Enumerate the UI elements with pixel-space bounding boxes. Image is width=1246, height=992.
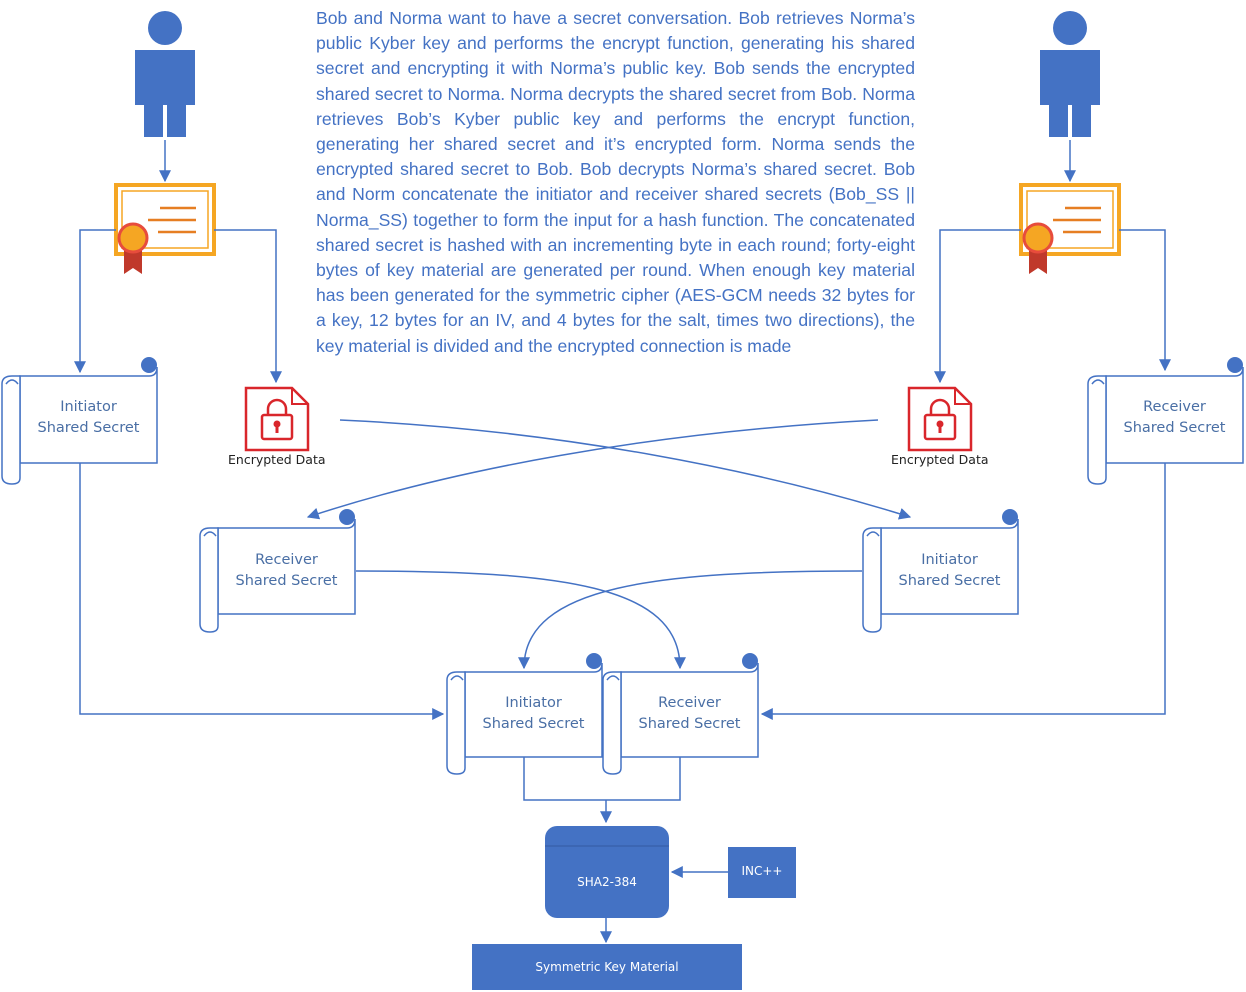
encrypted-file-left-icon: [244, 386, 310, 452]
scroll-left-initiator: [1, 357, 158, 485]
scroll-bottom-receiver: [602, 653, 759, 775]
scroll-mid-initiator: [862, 509, 1019, 633]
bottom-receiver-line2: Shared Secret: [638, 716, 741, 732]
right-receiver-label: Receiver Shared Secret: [1106, 397, 1243, 439]
bottom-receiver-label: Receiver Shared Secret: [621, 693, 758, 735]
certificate-right-icon: [1019, 183, 1121, 274]
scroll-bottom-initiator: [446, 653, 603, 775]
right-receiver-line1: Receiver: [1143, 399, 1206, 415]
sha-box: [545, 826, 669, 918]
person-bob-icon: [135, 11, 195, 137]
left-encrypted-label: Encrypted Data: [228, 452, 326, 467]
description-text: Bob and Norma want to have a secret conv…: [316, 8, 915, 356]
scroll-mid-receiver: [199, 509, 356, 633]
bottom-receiver-line1: Receiver: [658, 695, 721, 711]
connectors: [74, 140, 1171, 944]
right-receiver-line2: Shared Secret: [1123, 420, 1226, 436]
right-encrypted-label: Encrypted Data: [891, 452, 989, 467]
output-label: Symmetric Key Material: [535, 960, 679, 974]
output-box: [472, 944, 742, 990]
mid-initiator-line2: Shared Secret: [898, 573, 1001, 589]
left-initiator-line1: Initiator: [60, 399, 117, 415]
bottom-initiator-line2: Shared Secret: [482, 716, 585, 732]
scroll-right-receiver: [1087, 357, 1244, 485]
inc-label: INC++: [741, 864, 783, 878]
left-initiator-line2: Shared Secret: [37, 420, 140, 436]
inc-box: [728, 847, 796, 898]
mid-initiator-label: Initiator Shared Secret: [881, 550, 1018, 592]
mid-initiator-line1: Initiator: [921, 552, 978, 568]
bottom-initiator-label: Initiator Shared Secret: [465, 693, 602, 735]
certificate-left-icon: [114, 183, 216, 274]
bottom-initiator-line1: Initiator: [505, 695, 562, 711]
mid-receiver-label: Receiver Shared Secret: [218, 550, 355, 592]
sha-label: SHA2-384: [577, 875, 637, 889]
mid-receiver-line1: Receiver: [255, 552, 318, 568]
left-initiator-label: Initiator Shared Secret: [20, 397, 157, 439]
person-norma-icon: [1040, 11, 1100, 137]
mid-receiver-line2: Shared Secret: [235, 573, 338, 589]
encrypted-file-right-icon: [907, 386, 973, 452]
